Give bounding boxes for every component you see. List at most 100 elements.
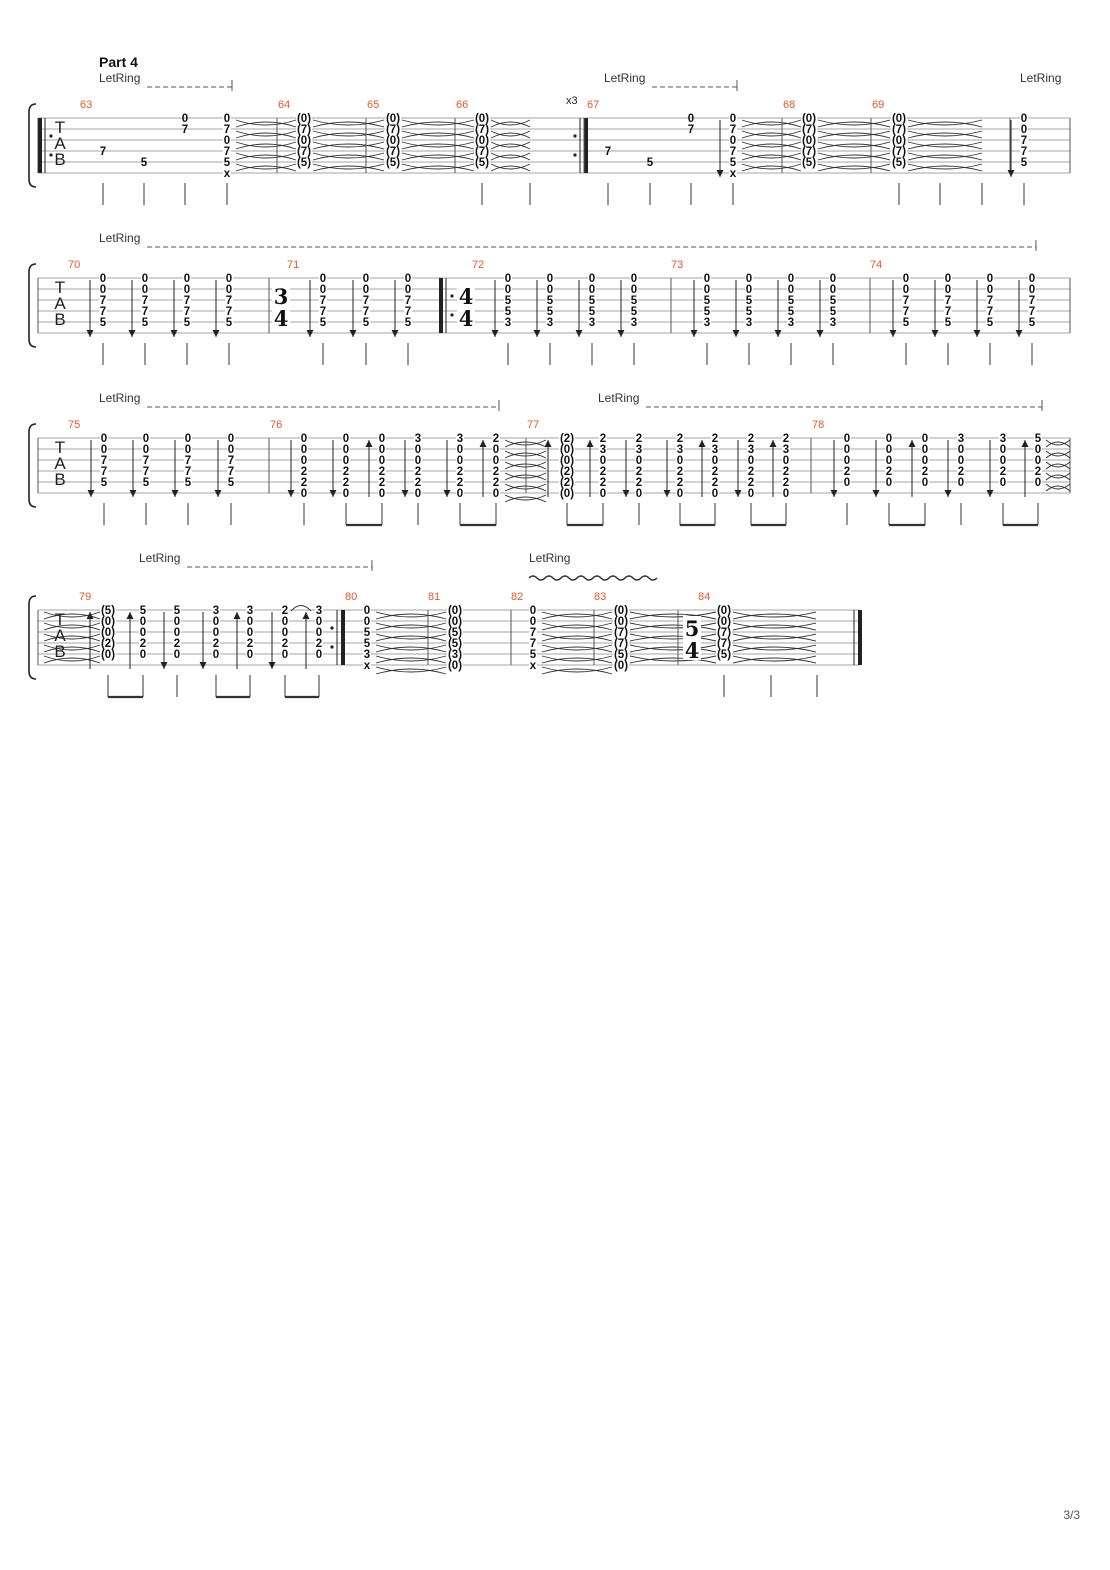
fret-number: (0) [614, 660, 628, 672]
tie-curve [43, 611, 101, 618]
fret-bg [227, 444, 235, 454]
fret-number: 0 [493, 455, 499, 467]
let-ring-ties [629, 611, 717, 664]
fret-bg [100, 616, 116, 626]
tie-curve [629, 635, 717, 642]
repeat-dot [573, 134, 577, 138]
strum-arrowhead [986, 490, 994, 497]
tie-curve [43, 655, 101, 662]
tie-curve [817, 143, 891, 150]
tie-curve [907, 154, 983, 161]
tie-curve [732, 646, 817, 653]
fret-bg [957, 444, 965, 454]
fret-bg [1034, 444, 1042, 454]
tab-clef-letter: B [54, 642, 65, 661]
fret-number: 7 [224, 124, 230, 136]
fret-bg [378, 466, 386, 476]
part-title: Part 4 [99, 54, 138, 70]
fret-bg [492, 433, 500, 443]
fret-number: 0 [636, 488, 642, 500]
tie-curve [375, 655, 447, 662]
tab-clef-letter: A [54, 626, 66, 645]
fret-bg [363, 605, 371, 615]
fret-number: 0 [301, 444, 307, 456]
strum-arrowhead [533, 330, 541, 337]
fret-number: 3 [1000, 433, 1006, 445]
fret-number: 7 [143, 466, 149, 478]
measure-number: 68 [783, 99, 795, 111]
tie-curve [741, 132, 802, 139]
fret-number: 0 [224, 135, 230, 147]
fret-bg [100, 455, 108, 465]
fret-bg [944, 284, 952, 294]
fret-bg [711, 433, 719, 443]
fret-bg [414, 444, 422, 454]
tie-curve [732, 622, 817, 629]
fret-bg [319, 306, 327, 316]
tie-curve [490, 152, 531, 159]
fret-number: 0 [1000, 477, 1006, 489]
fret-number: 0 [886, 433, 892, 445]
fret-number: 0 [301, 488, 307, 500]
fret-bg [716, 638, 732, 648]
fret-bg [362, 306, 370, 316]
tab-clef-letter: T [55, 278, 65, 297]
fret-number: 0 [844, 444, 850, 456]
tie-curve [732, 624, 817, 631]
fret-bg [315, 649, 323, 659]
fret-number: 3 [631, 317, 637, 329]
fret-bg [957, 466, 965, 476]
fret-bg [588, 306, 596, 316]
system-brace [28, 263, 37, 348]
fret-number: 3 [746, 317, 752, 329]
fret-bg [801, 135, 817, 145]
tie-curve [629, 644, 717, 651]
strum-arrowhead [365, 440, 373, 447]
fret-number: 3 [783, 444, 789, 456]
fret-bg [599, 477, 607, 487]
fret-number: 0 [247, 649, 253, 661]
fret-bg [891, 157, 907, 167]
fret-bg [1034, 433, 1042, 443]
fret-bg [281, 605, 289, 615]
tie-curve [490, 163, 531, 170]
strum-arrowhead [1007, 170, 1015, 177]
fret-number: 5 [830, 295, 837, 307]
fret-bg [801, 113, 817, 123]
tie-curve [1045, 463, 1071, 470]
tie-curve [817, 165, 891, 172]
fret-bg [319, 295, 327, 305]
fret-number: 0 [282, 616, 288, 628]
fret-bg [456, 433, 464, 443]
tie-curve [375, 646, 447, 653]
fret-number: (0) [448, 605, 462, 617]
fret-bg [385, 157, 401, 167]
fret-number: 5 [730, 157, 737, 169]
tie-curve [907, 165, 983, 172]
fret-bg [378, 444, 386, 454]
tie-curve [43, 644, 101, 651]
fret-number: 5 [589, 295, 596, 307]
fret-bg [385, 135, 401, 145]
fret-number: 2 [712, 466, 718, 478]
fret-bg [921, 455, 929, 465]
fret-number: 7 [142, 295, 148, 307]
fret-bg [716, 616, 732, 626]
fret-bg [891, 146, 907, 156]
fret-bg [342, 477, 350, 487]
fret-number: 0 [174, 627, 180, 639]
fret-number: 2 [247, 638, 253, 650]
fret-bg [999, 466, 1007, 476]
tie-curve [504, 496, 547, 503]
fret-bg [546, 317, 554, 327]
tie-curve [541, 624, 613, 631]
fret-number: 0 [730, 135, 736, 147]
fret-bg [703, 284, 711, 294]
tie-curve [43, 657, 101, 664]
fret-bg [492, 488, 500, 498]
fret-number: 0 [589, 284, 595, 296]
tie-curve [235, 152, 297, 159]
fret-number: (5) [448, 627, 462, 639]
strum-arrowhead [769, 440, 777, 447]
